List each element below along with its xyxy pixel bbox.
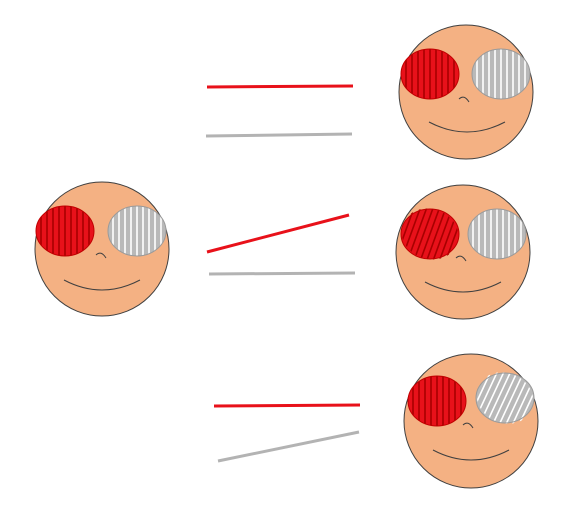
line-pair-top bbox=[205, 84, 354, 138]
nose bbox=[95, 252, 107, 259]
red-lens bbox=[400, 48, 460, 100]
smile bbox=[424, 281, 502, 293]
face-source bbox=[34, 181, 170, 317]
red-lens bbox=[35, 205, 95, 257]
gray-lens bbox=[107, 205, 167, 257]
gray-line bbox=[217, 430, 360, 463]
nose bbox=[458, 96, 470, 103]
nose bbox=[462, 422, 474, 429]
line-pair-bottom bbox=[213, 403, 361, 463]
gray-lens-stripes bbox=[472, 209, 522, 259]
gray-line bbox=[208, 271, 356, 276]
red-lens-stripes bbox=[412, 376, 462, 426]
face-middle bbox=[394, 184, 531, 320]
red-lens-stripes bbox=[40, 206, 90, 256]
gray-lens-stripes bbox=[476, 49, 526, 99]
red-lens-stripes bbox=[405, 49, 455, 99]
red-lens bbox=[407, 375, 467, 427]
gray-lens-stripes bbox=[112, 206, 162, 256]
smile bbox=[432, 449, 510, 461]
gray-line bbox=[205, 132, 353, 138]
red-line bbox=[206, 213, 350, 254]
red-line bbox=[206, 84, 354, 89]
red-line bbox=[213, 403, 361, 408]
face-top bbox=[398, 24, 534, 160]
smile bbox=[63, 279, 141, 291]
face-bottom bbox=[403, 353, 542, 489]
gray-lens bbox=[471, 48, 531, 100]
line-pair-middle bbox=[206, 213, 356, 276]
gray-lens bbox=[467, 208, 527, 260]
nose bbox=[455, 255, 467, 262]
smile bbox=[428, 121, 506, 133]
